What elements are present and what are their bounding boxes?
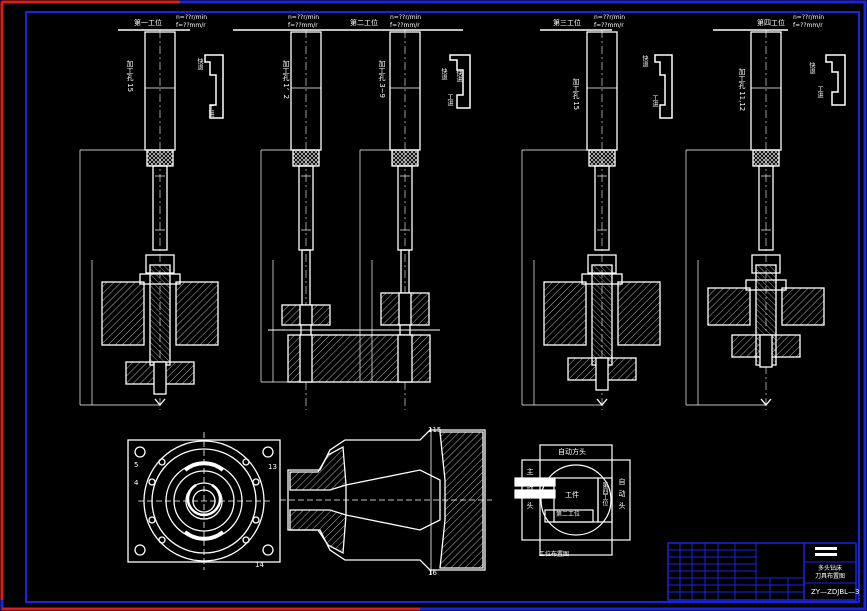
station-2-title: 第二工位 xyxy=(350,19,378,27)
station-1-process: 加工孔 15 xyxy=(126,60,134,93)
feed-label-work-2: 工进 xyxy=(446,94,453,106)
station-3-process: 加工孔 15 xyxy=(572,78,580,111)
knurled-collar-1 xyxy=(146,149,174,167)
part-label-13: 13 xyxy=(268,463,277,471)
feed-label-fast-4: 快退 xyxy=(808,62,815,74)
layout-right-label-3: 头 xyxy=(618,502,626,509)
station-4-process: 加工孔 11,12 xyxy=(738,68,746,112)
feed-label-fast-1: 快退 xyxy=(196,58,203,70)
tool-shank-5 xyxy=(758,165,774,251)
station-3-spec2: f=??mm/r xyxy=(594,22,624,29)
workpiece-left-1 xyxy=(101,281,145,346)
part-label-115: 115 xyxy=(428,426,442,434)
part-label-14: 14 xyxy=(255,561,264,569)
layout-left-label-2: 动 xyxy=(526,485,534,492)
layout-left-label: 主 xyxy=(526,468,534,475)
layout-caption: 工位布置图 xyxy=(539,551,570,558)
station-1-title: 第一工位 xyxy=(134,19,162,27)
knurled-collar-5 xyxy=(752,149,780,167)
knurled-collar-2 xyxy=(292,149,320,167)
knurled-collar-4 xyxy=(588,149,616,167)
workpiece-right-1 xyxy=(175,281,219,346)
feed-label-work-4: 工进 xyxy=(816,86,823,98)
title-block xyxy=(667,542,857,601)
spiral-drill-1 xyxy=(149,264,171,366)
part-label-4: 4 xyxy=(134,479,139,487)
spindle-assemblies xyxy=(79,30,825,410)
station-3-title: 第三工位 xyxy=(553,19,581,27)
feed-label-work-3: 工进 xyxy=(651,95,658,107)
housing-section-view xyxy=(280,428,492,575)
flange-front-view xyxy=(127,432,281,570)
feed-label-fast-3: 快退 xyxy=(641,55,648,67)
station-3-spec: n=??r/min xyxy=(594,14,626,21)
layout-left-label-3: 头 xyxy=(526,502,534,509)
feed-label-work-1: 工进 xyxy=(207,105,214,117)
workpiece-left-5 xyxy=(707,287,751,326)
workpiece-right-4 xyxy=(617,281,661,346)
knurled-collar-3 xyxy=(391,149,419,167)
station-4-title: 第四工位 xyxy=(757,19,785,27)
station-4-spec2: f=??mm/r xyxy=(793,22,823,29)
station-2-spec2: f=??mm/r xyxy=(288,22,318,29)
tool-shank-1 xyxy=(152,165,168,251)
feed-profile-symbols xyxy=(204,54,846,119)
station-2-process: 加工孔 1、2 xyxy=(282,60,290,100)
layout-bottom-label: 第二工位 xyxy=(556,511,581,518)
part-label-5: 5 xyxy=(134,461,139,469)
title-block-drawing-number: ZY—ZDJBL—3 xyxy=(811,588,860,596)
station-2b-spec2: f=??mm/r xyxy=(390,22,420,29)
station-2b-process: 加工孔 3~9 xyxy=(378,60,386,98)
layout-center-label: 工件 xyxy=(565,491,579,499)
station-2-spec: n=??r/min xyxy=(288,14,320,21)
layout-inner-right-label: 第四工位 xyxy=(601,482,608,506)
layout-top-label: 自动方头 xyxy=(558,448,586,456)
station-4-spec: n=??r/min xyxy=(793,14,825,21)
feed-label-fast-2: 快退 xyxy=(440,68,447,80)
workpiece-right-5 xyxy=(781,287,825,326)
layout-right-label: 自 xyxy=(618,478,626,485)
station-1-spec: n=??r/min xyxy=(176,14,208,21)
layout-right-label-2: 动 xyxy=(618,490,626,497)
station-1-spec2: f=??mm/r xyxy=(176,22,206,29)
feed-label-return-2: 快进 xyxy=(455,70,462,82)
spiral-drill-4 xyxy=(591,264,613,366)
title-block-drawing-title: 多头钻床 xyxy=(818,565,843,572)
station-2b-spec: n=??r/min xyxy=(390,14,422,21)
station-layout-diagram xyxy=(514,444,631,556)
title-block-drawing-subtitle: 刀具布置图 xyxy=(815,573,846,580)
workpiece-left-4 xyxy=(543,281,587,346)
tool-shank-4 xyxy=(594,165,610,251)
part-label-16: 16 xyxy=(428,569,437,577)
